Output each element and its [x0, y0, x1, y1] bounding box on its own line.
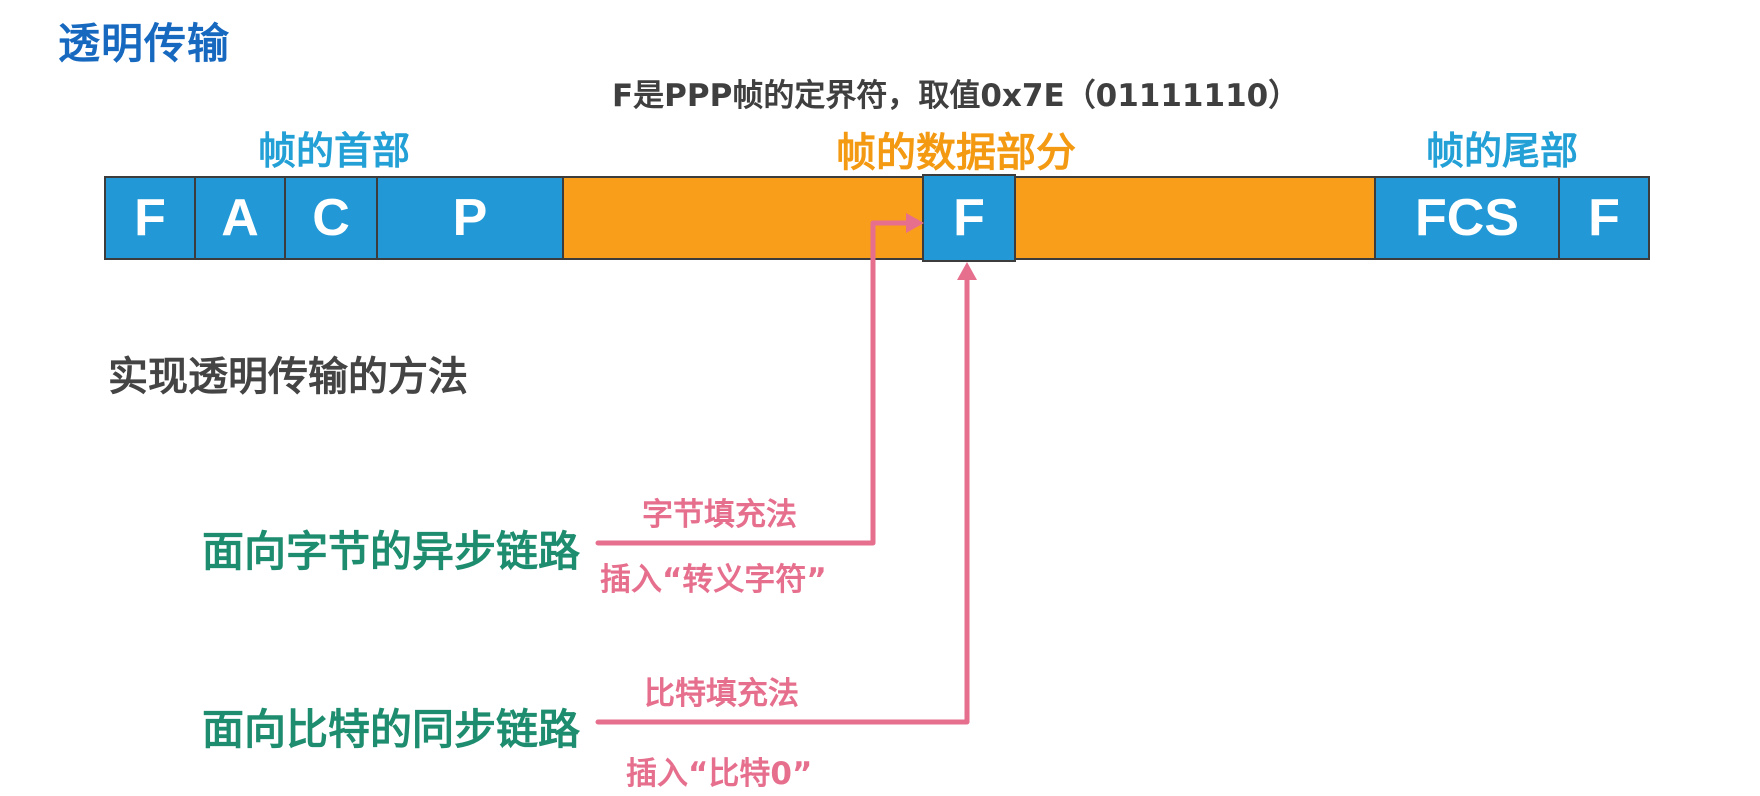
frame-field-protocol: P: [376, 176, 564, 260]
bit-stuffing-arrowhead: [957, 262, 977, 280]
frame-data-segment-left: [562, 176, 924, 260]
frame-field-flag-start: F: [104, 176, 196, 260]
page-title: 透明传输: [58, 19, 231, 68]
frame-data-segment-right: [1014, 176, 1376, 260]
frame-field-fcs: FCS: [1374, 176, 1560, 260]
bit-oriented-sync-link-label: 面向比特的同步链路: [202, 705, 581, 754]
ppp-frame: F A C P F FCS F: [104, 174, 1650, 262]
frame-field-address: A: [194, 176, 286, 260]
frame-data-label: 帧的数据部分: [836, 130, 1076, 176]
frame-trailer-label: 帧的尾部: [1426, 129, 1579, 173]
bit-stuffing-label: 比特填充法: [644, 676, 799, 712]
insert-bit-zero-label: 插入“比特0”: [626, 756, 813, 792]
frame-header-label: 帧的首部: [258, 129, 411, 173]
insert-escape-char-label: 插入“转义字符”: [600, 562, 827, 598]
frame-data-flag-byte: F: [922, 174, 1016, 262]
byte-stuffing-label: 字节填充法: [642, 497, 797, 533]
f-delimiter-description: F是PPP帧的定界符，取值0x7E（01111110）: [612, 78, 1300, 114]
byte-oriented-async-link-label: 面向字节的异步链路: [202, 527, 581, 576]
methods-heading: 实现透明传输的方法: [108, 354, 468, 400]
frame-field-control: C: [284, 176, 378, 260]
frame-field-flag-end: F: [1558, 176, 1650, 260]
